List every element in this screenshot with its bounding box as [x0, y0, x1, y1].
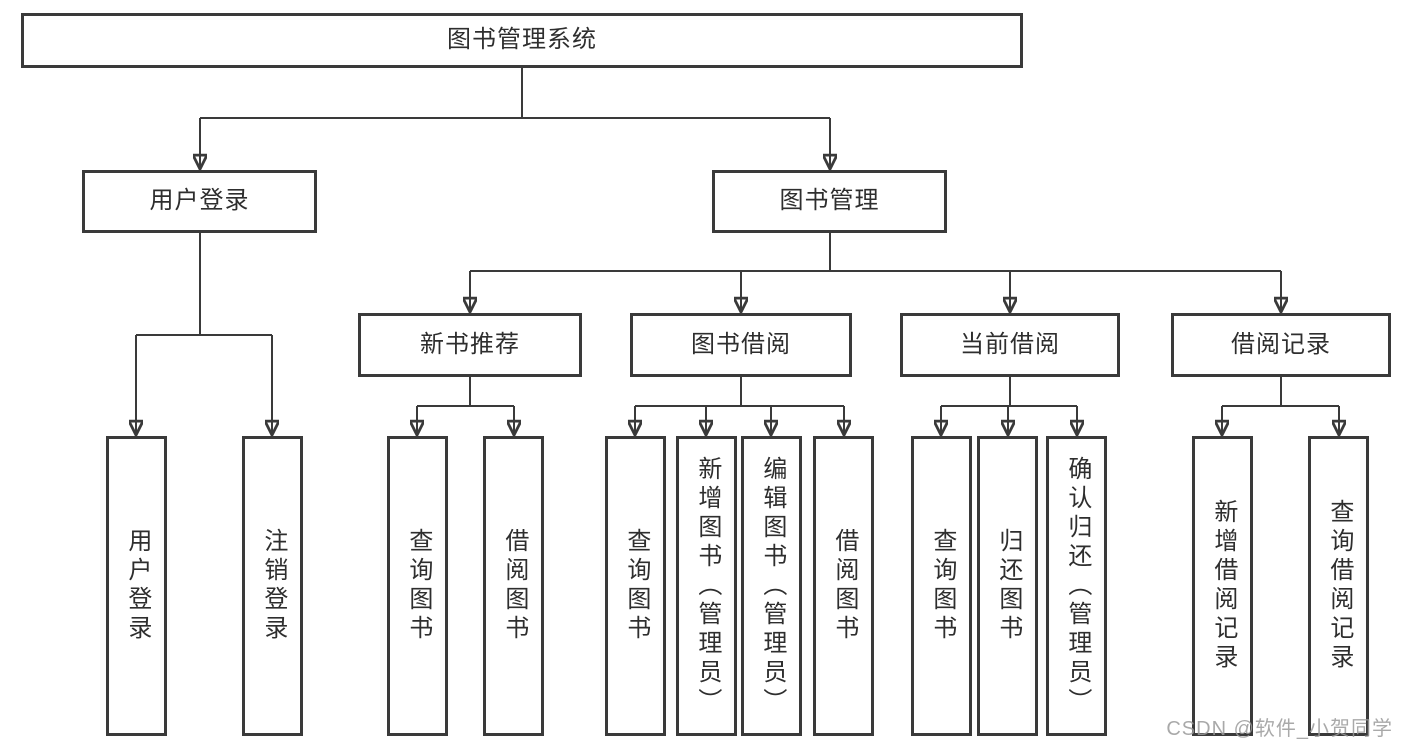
- node-book-management: 图书管理: [712, 170, 947, 233]
- node-label: 图书管理: [779, 187, 880, 215]
- node-label: 借阅图书: [830, 528, 858, 644]
- node-label: 借阅图书: [500, 528, 528, 644]
- leaf-newbook-borrow-books: 借阅图书: [483, 436, 544, 736]
- node-label: 新书推荐: [420, 330, 520, 358]
- node-new-book-recommend: 新书推荐: [358, 313, 582, 377]
- leaf-records-query-record: 查询借阅记录: [1308, 436, 1369, 736]
- leaf-user-login: 用户登录: [106, 436, 167, 736]
- leaf-current-query-books: 查询图书: [911, 436, 972, 736]
- node-label: 图书管理系统: [447, 26, 597, 54]
- leaf-borrow-edit-books-admin: 编辑图书（管理员）: [741, 436, 802, 736]
- node-label: 新增借阅记录: [1209, 499, 1237, 673]
- node-label: 当前借阅: [960, 330, 1060, 358]
- node-label: 查询图书: [928, 528, 956, 644]
- node-label: 借阅记录: [1231, 330, 1331, 358]
- node-label: 确认归还（管理员）: [1063, 455, 1091, 717]
- node-label: 注销登录: [259, 528, 287, 644]
- node-borrow-records: 借阅记录: [1171, 313, 1391, 377]
- node-label: 新增图书（管理员）: [693, 455, 721, 717]
- leaf-current-confirm-return-admin: 确认归还（管理员）: [1046, 436, 1107, 736]
- node-label: 用户登录: [123, 528, 151, 644]
- node-user-login: 用户登录: [82, 170, 317, 233]
- leaf-borrow-add-books-admin: 新增图书（管理员）: [676, 436, 737, 736]
- node-label: 归还图书: [994, 528, 1022, 644]
- node-label: 图书借阅: [691, 330, 791, 358]
- leaf-records-add-record: 新增借阅记录: [1192, 436, 1253, 736]
- node-root: 图书管理系统: [21, 13, 1023, 68]
- node-label: 用户登录: [149, 187, 250, 215]
- leaf-current-return-books: 归还图书: [977, 436, 1038, 736]
- node-label: 查询图书: [404, 528, 432, 644]
- node-current-borrow: 当前借阅: [900, 313, 1120, 377]
- csdn-watermark: CSDN @软件_小贺同学: [1166, 718, 1393, 740]
- node-label: 查询借阅记录: [1325, 499, 1353, 673]
- leaf-logout: 注销登录: [242, 436, 303, 736]
- node-label: 查询图书: [622, 528, 650, 644]
- leaf-borrow-query-books: 查询图书: [605, 436, 666, 736]
- leaf-newbook-query-books: 查询图书: [387, 436, 448, 736]
- leaf-borrow-borrow-books: 借阅图书: [813, 436, 874, 736]
- node-book-borrow: 图书借阅: [630, 313, 852, 377]
- node-label: 编辑图书（管理员）: [758, 455, 786, 717]
